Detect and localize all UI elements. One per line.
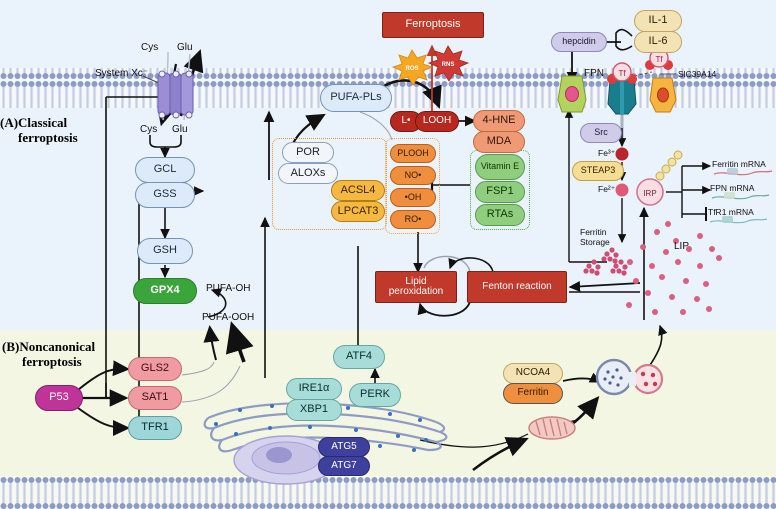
node-ncoa4[interactable]: NCOA4 [503,363,563,384]
ferritin-storage-line2: Storage [580,236,610,247]
pufa-oh-label: PUFA-OH [206,283,251,294]
node-atg5[interactable]: ATG5 [318,437,370,457]
node-tfr1[interactable]: TFR1 [128,416,182,440]
node-mda[interactable]: MDA [473,131,525,153]
lip-label: LIP [674,241,690,252]
node-p53[interactable]: P53 [35,385,83,411]
node-lipid-peroxidation[interactable]: Lipid peroxidation [375,271,457,303]
section-b-line1: (B)Noncanonical [2,339,96,354]
node-por[interactable]: POR [282,142,334,163]
node-rtas[interactable]: RTAs [475,204,525,226]
node-pufa-pls[interactable]: PUFA-PLs [320,84,392,112]
fpn-label: FPN [584,68,604,79]
section-a-line2: ferroptosis [18,129,78,145]
fpn-mrna-label: FPN mRNA [710,183,755,193]
node-atg7[interactable]: ATG7 [318,456,370,476]
node-gls2[interactable]: GLS2 [128,357,182,381]
node-gss[interactable]: GSS [135,182,195,208]
node-gpx4[interactable]: GPX4 [133,278,197,304]
node-il6[interactable]: IL-6 [634,31,682,53]
cys-in-label: Cys [140,124,158,135]
system-xc-label: System Xc⁻ [95,68,149,79]
node-looh[interactable]: LOOH [415,111,459,132]
section-a-line1: (A)Classical [0,115,68,130]
node-ire1a[interactable]: IRE1α [286,378,342,400]
glu-out-label: Glu [177,42,193,53]
node-il1[interactable]: IL-1 [634,10,682,32]
node-acsl4[interactable]: ACSL4 [331,180,385,201]
node-aloxs[interactable]: ALOXs [278,163,338,184]
node-oh-radical[interactable]: •OH [390,188,436,207]
tfr1-mrna-label: TfR1 mRNA [708,207,754,217]
node-perk[interactable]: PERK [349,383,401,407]
section-b-line2: ferroptosis [22,353,82,369]
node-hepcidin[interactable]: hepcidin [551,32,607,52]
por-aloxs-acsl4-group [272,138,387,230]
node-fenton-reaction[interactable]: Fenton reaction [467,271,567,303]
node-sat1[interactable]: SAT1 [128,386,182,410]
node-no-radical[interactable]: NO• [390,166,436,185]
node-xbp1[interactable]: XBP1 [286,399,342,421]
node-gcl[interactable]: GCL [135,157,195,183]
section-b-title: (B)Noncanonical ferroptosis [2,339,96,370]
node-fsp1[interactable]: FSP1 [475,181,525,203]
extracellular-background-bottom [0,478,776,509]
pufa-ooh-label: PUFA-OOH [202,312,255,323]
node-lpcat3[interactable]: LPCAT3 [331,201,385,222]
node-gsh[interactable]: GSH [137,238,193,264]
fe2-label: Fe²⁺ [598,184,616,194]
radicals-group [385,138,440,234]
fe3-label: Fe³⁺ [598,148,616,158]
node-4hne[interactable]: 4-HNE [473,110,525,132]
ferritin-storage-line1: Ferritin [580,227,607,237]
node-src[interactable]: Src [580,123,622,143]
ferritin-storage-label: Ferritin Storage [580,227,610,248]
node-l-radical[interactable]: L• [390,111,422,132]
node-vitamin-e[interactable]: Vitamin E [475,154,525,180]
node-plooh[interactable]: PLOOH [390,144,436,163]
node-ro-radical[interactable]: RO• [390,210,436,229]
node-ferroptosis[interactable]: Ferroptosis [382,12,484,38]
section-a-title: (A)Classical ferroptosis [0,115,78,146]
glu-in-label: Glu [172,124,188,135]
ferritin-mrna-label: Ferritin mRNA [712,159,766,169]
node-steap3[interactable]: STEAP3 [572,161,624,181]
node-ferritin[interactable]: Ferritin [503,383,563,404]
cys-out-label: Cys [141,42,159,53]
node-atf4[interactable]: ATF4 [333,345,385,369]
slc39a14-label: SlC39A14 [678,69,717,79]
